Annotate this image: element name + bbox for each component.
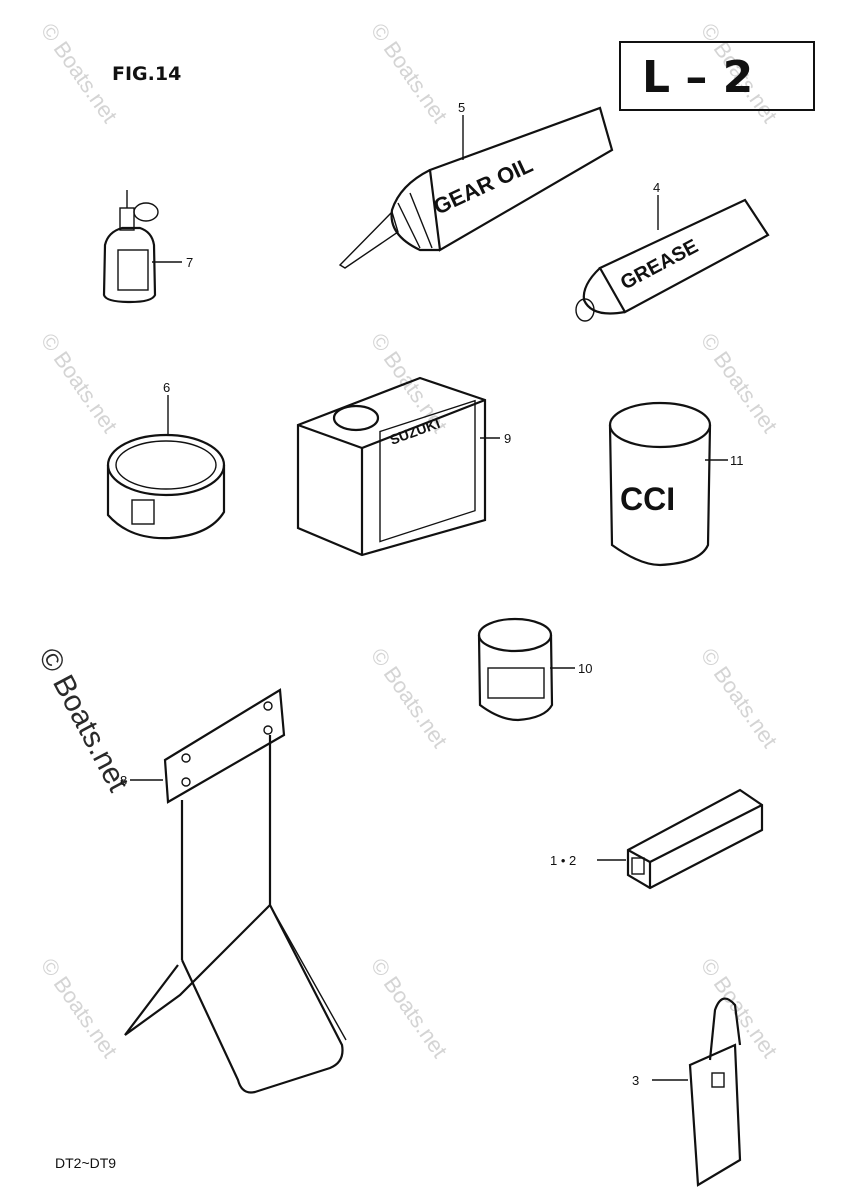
model-range: DT2~DT9: [55, 1155, 116, 1171]
part-10-label: 10: [578, 661, 592, 676]
part-7-oil-bottle[interactable]: 7: [102, 190, 193, 304]
watermark-4: © Boats.net: [36, 329, 123, 438]
watermark-7: © Boats.net: [366, 644, 453, 753]
part-11-label: 11: [730, 453, 744, 468]
section-code: L – 2: [642, 52, 753, 103]
watermark-2: © Boats.net: [366, 19, 453, 128]
part-3-tool-pouch[interactable]: 3: [632, 997, 742, 1187]
part-3-label: 3: [632, 1073, 639, 1088]
part-10-small-can[interactable]: 10: [477, 617, 592, 722]
part-8-motor-stand[interactable]: 8: [120, 688, 347, 1094]
part-9-label: 9: [504, 431, 511, 446]
watermark-10: © Boats.net: [366, 954, 453, 1063]
part-6-label: 6: [163, 380, 170, 395]
part-1-2-label: 1 • 2: [550, 853, 576, 868]
part-4-print: GREASE: [617, 235, 702, 294]
part-11-cylinder-can[interactable]: CCI 11: [608, 401, 744, 567]
watermark-layer: © Boats.net © Boats.net © Boats.net © Bo…: [32, 19, 783, 1063]
watermark-9: © Boats.net: [36, 954, 123, 1063]
watermark-11: © Boats.net: [696, 954, 783, 1063]
section-code-box: L – 2: [619, 41, 815, 111]
figure-label: FIG.14: [112, 63, 181, 85]
part-4-label: 4: [653, 180, 660, 195]
part-5-label: 5: [458, 100, 465, 115]
watermark-8: © Boats.net: [696, 644, 783, 753]
part-5-gear-oil-tube[interactable]: GEAR OIL 5: [338, 100, 614, 269]
part-11-print: CCI: [620, 481, 675, 517]
part-9-oil-can[interactable]: SUZUKI 9: [296, 376, 511, 557]
part-1-2-box[interactable]: 1 • 2: [550, 788, 764, 890]
part-5-print: GEAR OIL: [430, 152, 537, 220]
part-8-label: 8: [120, 773, 127, 788]
part-6-tin-can[interactable]: 6: [106, 380, 226, 540]
watermark-1: © Boats.net: [36, 19, 123, 128]
part-4-grease-tube[interactable]: GREASE 4: [575, 180, 770, 322]
part-7-label: 7: [186, 255, 193, 270]
